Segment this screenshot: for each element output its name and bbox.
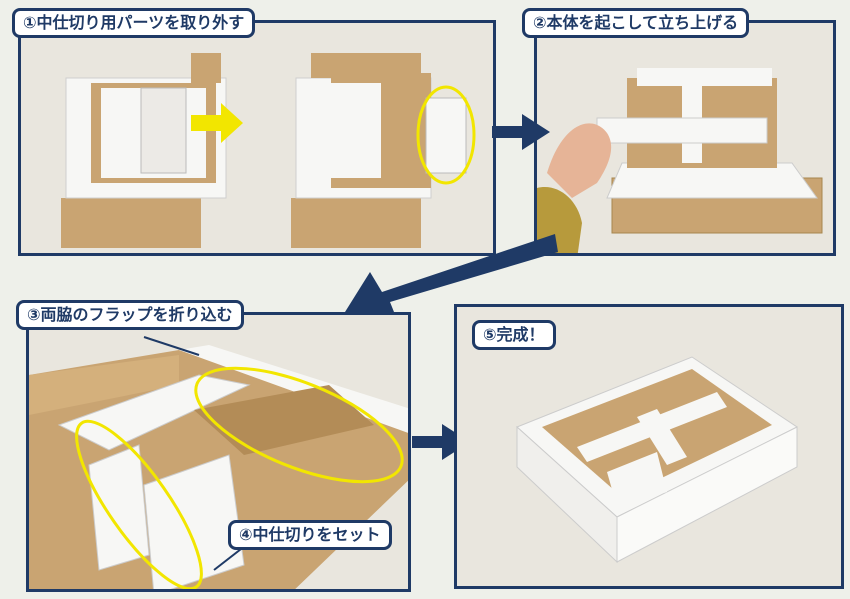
box-with-flaps <box>29 345 408 589</box>
step2-label: ②本体を起こして立ち上げる <box>522 8 750 38</box>
step5-label: ⑤完成！ <box>472 320 556 350</box>
step5-photo-panel <box>454 304 844 589</box>
divider-part <box>425 97 467 174</box>
flat-box-left <box>61 53 227 248</box>
step1-illustration <box>21 23 493 253</box>
step3-photo-panel <box>26 312 411 592</box>
flat-box-right <box>291 53 432 248</box>
step4-label: ④中仕切りをセット <box>228 520 392 550</box>
highlight-circle <box>416 85 476 185</box>
flap-highlight <box>194 366 404 484</box>
step3-pointer-line <box>143 336 200 356</box>
step3-illustration <box>29 315 408 589</box>
arrow-step2-to-step3 <box>330 234 558 336</box>
step2-illustration <box>537 23 833 253</box>
step3-label: ③両脇のフラップを折り込む <box>16 300 244 330</box>
yellow-arrow <box>191 103 243 143</box>
finished-tray <box>516 356 798 564</box>
step1-label: ①中仕切り用パーツを取り外す <box>12 8 256 38</box>
step2-photo-panel <box>534 20 836 256</box>
step1-photo-panel <box>18 20 496 256</box>
arrow-step1-to-step2 <box>492 114 550 150</box>
step5-illustration <box>457 307 841 586</box>
box-rising <box>596 68 823 234</box>
divider-highlight <box>75 419 203 589</box>
